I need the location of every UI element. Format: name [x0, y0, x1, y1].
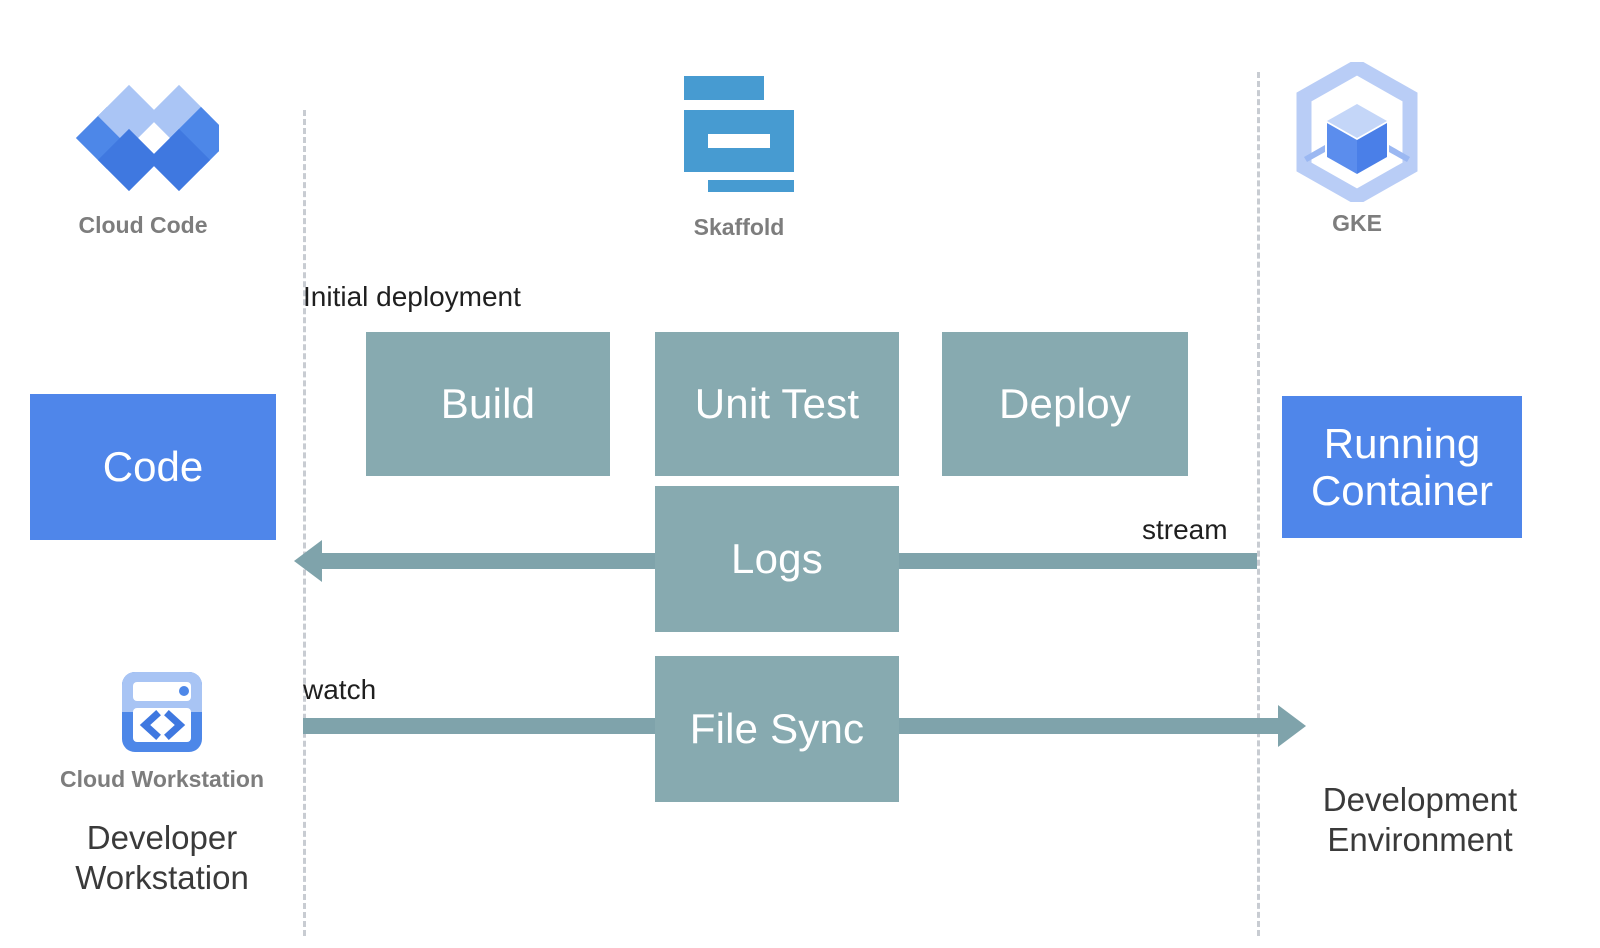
gke-caption: GKE [1332, 210, 1382, 236]
skaffold-caption: Skaffold [693, 214, 785, 240]
initial-deployment-label: Initial deployment [303, 281, 521, 312]
cloud-workstation-caption: Cloud Workstation [59, 766, 264, 792]
skaffold-logo-group: Skaffold [678, 70, 800, 241]
running-container-line2: Container [1310, 467, 1494, 514]
developer-workstation-line2: Workstation [75, 858, 249, 896]
stage-box-deploy: Deploy [942, 332, 1188, 476]
file-sync-arrowhead [1278, 705, 1306, 747]
development-environment-line1: Development [1322, 781, 1518, 818]
skaffold-icon [678, 70, 800, 204]
file-sync-box: File Sync [655, 656, 899, 802]
boundary-line-right [1257, 72, 1260, 936]
cloud-workstation-group: Cloud Workstation [56, 666, 268, 793]
code-box: Code [30, 394, 276, 540]
boundary-line-left [303, 110, 306, 936]
cloud-code-icon [67, 78, 233, 198]
cloud-workstation-icon [116, 666, 208, 758]
development-environment-line2: Environment [1327, 820, 1513, 858]
stream-label: stream [1142, 514, 1228, 545]
gke-icon [1295, 58, 1419, 206]
watch-label: watch [303, 674, 377, 705]
cloud-code-logo-group: Cloud Code [67, 78, 233, 239]
developer-workstation-line1: Developer [86, 819, 238, 856]
cloud-code-caption: Cloud Code [78, 212, 208, 238]
stage-box-build: Build [366, 332, 610, 476]
development-environment-zone-caption: Development Environment [1300, 780, 1540, 859]
stage-box-unit-test: Unit Test [655, 332, 899, 476]
gke-logo-group: GKE [1295, 58, 1419, 237]
running-container-line1: Running [1323, 419, 1481, 467]
logs-arrowhead [294, 540, 322, 582]
logs-box: Logs [655, 486, 899, 632]
developer-workstation-zone-caption: Developer Workstation [30, 818, 294, 897]
running-container-box: Running Container [1282, 396, 1522, 538]
